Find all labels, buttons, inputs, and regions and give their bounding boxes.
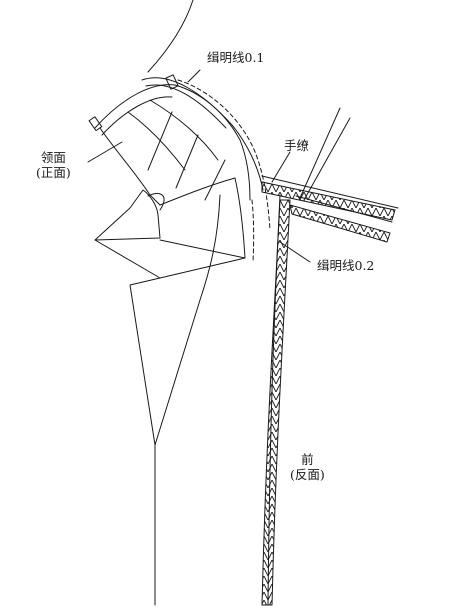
collar-inner-dashed — [251, 199, 255, 263]
label-topstitch-01: 缉明线0.1 — [207, 50, 265, 65]
collar-upper-edge-2 — [101, 96, 173, 136]
collar-tab-left — [88, 116, 103, 132]
label-collar-face: 领面 (正面) — [36, 150, 71, 180]
diagonal-line-1 — [299, 107, 341, 199]
label-front-line1: 前 — [301, 452, 314, 467]
label-front: 前 (反面) — [290, 452, 325, 482]
facing-line-mid — [295, 195, 393, 223]
sleeve-curve — [147, 0, 194, 73]
leader-hand-stitch — [271, 151, 291, 183]
collar-body — [99, 127, 246, 259]
lapel-inner-line — [159, 239, 246, 279]
leader-topstitch-01 — [187, 69, 201, 83]
lapel-notch — [94, 189, 161, 241]
lapel-leaf — [147, 193, 165, 211]
zigzag-lower-band — [289, 204, 391, 243]
leader-collar-face — [87, 141, 123, 163]
collar-fold-2 — [175, 134, 199, 189]
label-collar-face-line2: (正面) — [36, 165, 71, 180]
collar-back-stand — [141, 77, 264, 191]
label-front-line2: (反面) — [290, 467, 325, 482]
collar-upper-edge — [94, 84, 251, 201]
label-collar-face-line1: 领面 — [40, 150, 66, 165]
collar-stitch-line-2 — [127, 111, 186, 171]
facing-line-top — [261, 175, 399, 209]
lapel-lower-outline — [94, 194, 221, 446]
collar-fold-3 — [204, 159, 226, 201]
label-topstitch-02: 缉明线0.2 — [317, 258, 375, 273]
topstitch-outer-dashed — [177, 79, 271, 231]
collar-stitch-line — [149, 99, 219, 161]
collar-fold-1 — [147, 111, 173, 171]
zigzag-upper-band — [261, 181, 396, 221]
collar-tab-top — [165, 74, 179, 90]
diagonal-line-2 — [303, 117, 351, 201]
leader-topstitch-02 — [279, 241, 311, 263]
zigzag-seam-front — [261, 199, 291, 606]
label-hand-stitch: 手缭 — [284, 138, 310, 153]
collar-back-stand-inner — [145, 84, 227, 129]
